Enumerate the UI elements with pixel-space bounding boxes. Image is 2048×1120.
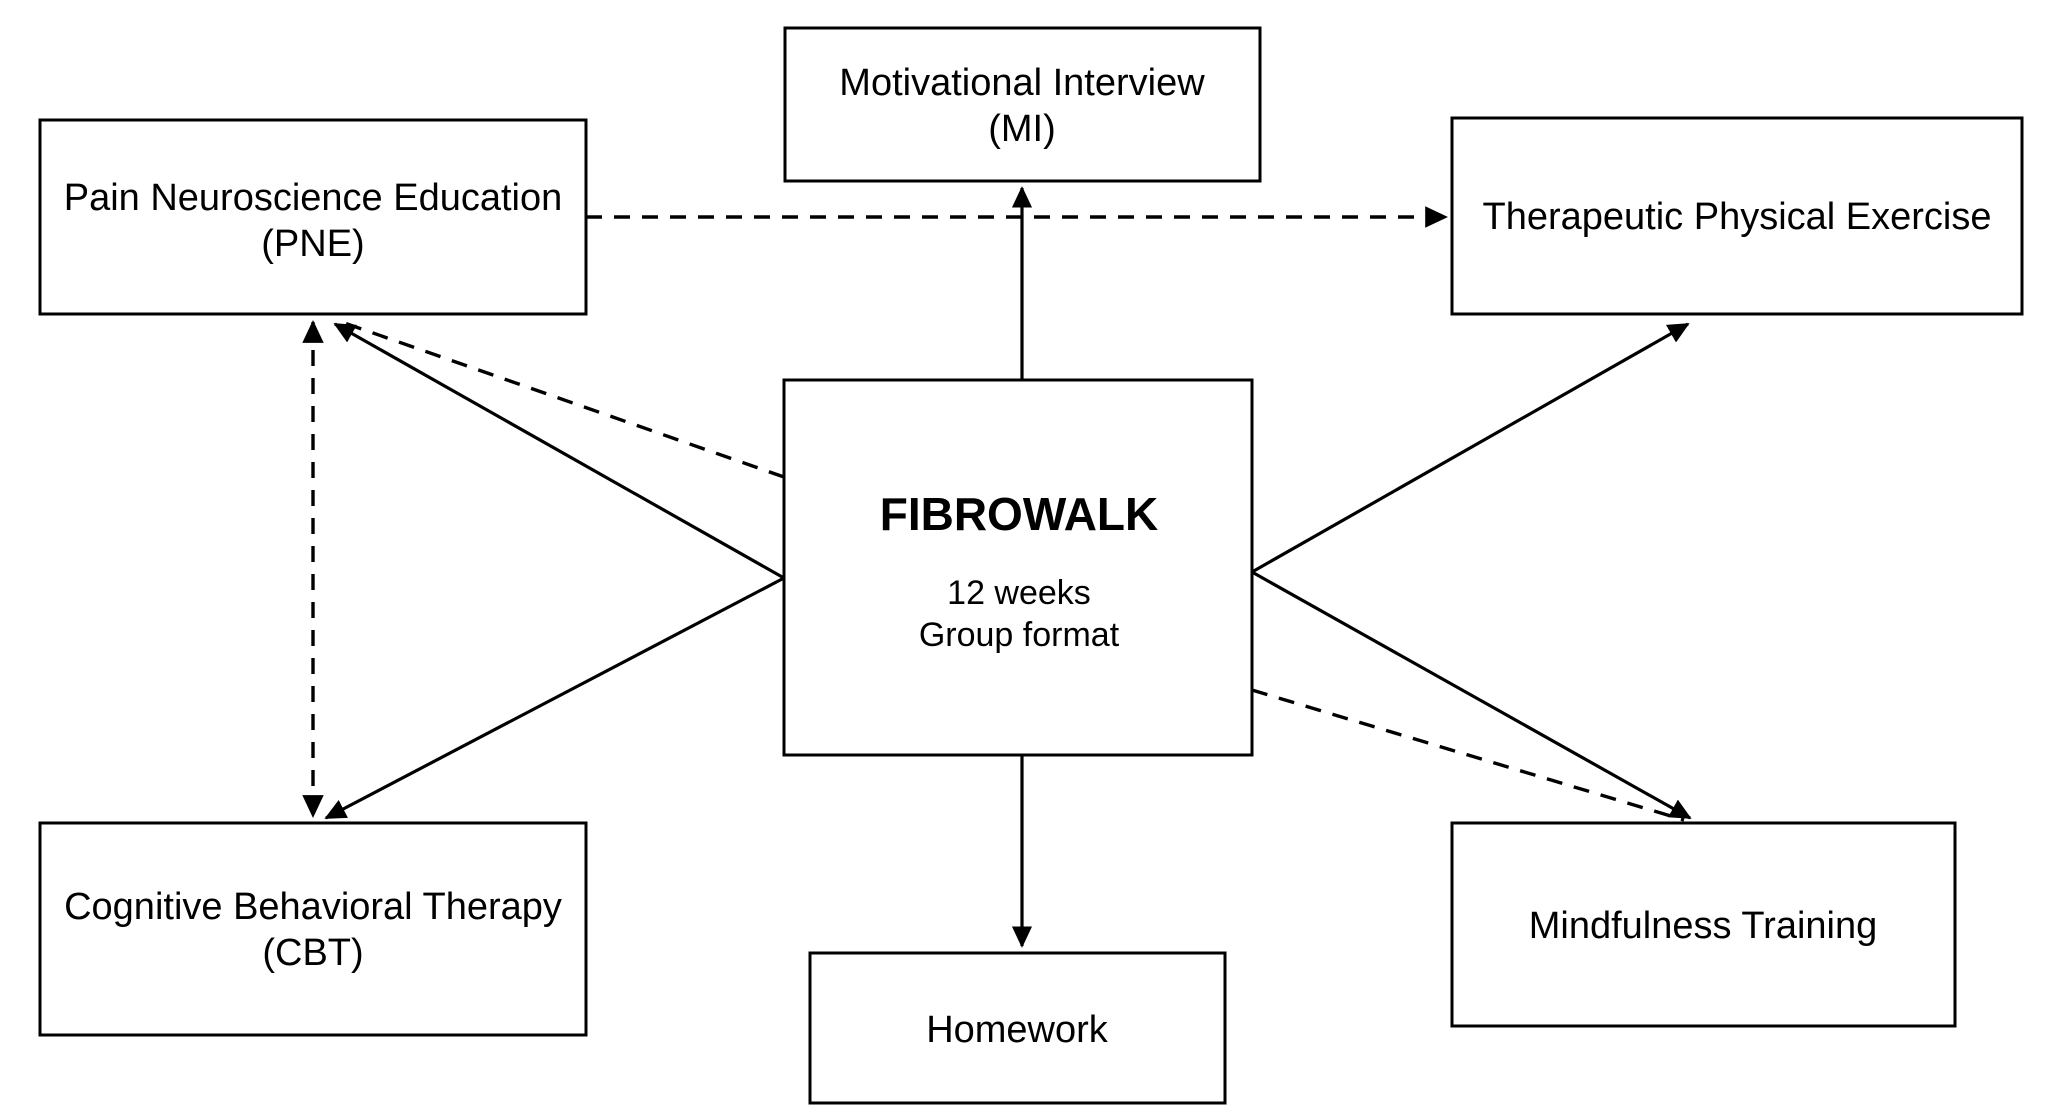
node-label-pne-line1: Pain Neuroscience Education bbox=[64, 177, 563, 219]
node-label-therapeutic-exercise: Therapeutic Physical Exercise bbox=[1483, 196, 1992, 238]
node-label-cbt-line2: (CBT) bbox=[262, 932, 363, 974]
node-box-fibrowalk[interactable] bbox=[782, 378, 1254, 757]
edge-fibrowalk-to-pne bbox=[333, 322, 785, 580]
node-mindfulness-training[interactable]: Mindfulness Training bbox=[1450, 821, 1957, 1028]
node-label-mindfulness: Mindfulness Training bbox=[1529, 905, 1878, 947]
node-motivational-interview[interactable]: Motivational Interview (MI) bbox=[783, 26, 1262, 183]
node-box-homework[interactable] bbox=[808, 951, 1227, 1105]
edge-fibrowalk-to-cbt bbox=[324, 576, 785, 820]
node-label-cbt-line1: Cognitive Behavioral Therapy bbox=[64, 886, 562, 928]
node-cognitive-behavioral-therapy[interactable]: Cognitive Behavioral Therapy (CBT) bbox=[38, 821, 588, 1037]
node-homework[interactable]: Homework bbox=[808, 951, 1227, 1105]
edge-fibrowalk-to-pne-dashed bbox=[335, 318, 785, 479]
node-pain-neuroscience-education[interactable]: Pain Neuroscience Education (PNE) bbox=[38, 118, 588, 316]
node-box-therapeutic-exercise[interactable] bbox=[1450, 116, 2024, 316]
node-fibrowalk[interactable]: FIBROWALK 12 weeks Group format bbox=[782, 378, 1254, 757]
edge-fibrowalk-to-therapeutic-exercise bbox=[1251, 322, 1690, 574]
node-box-cbt[interactable] bbox=[38, 821, 588, 1037]
node-box-mindfulness[interactable] bbox=[1450, 821, 1957, 1028]
node-label-mi-line1: Motivational Interview bbox=[839, 62, 1205, 104]
node-label-homework: Homework bbox=[926, 1009, 1109, 1051]
node-box-mi[interactable] bbox=[783, 26, 1262, 183]
node-label-mi-line2: (MI) bbox=[988, 108, 1056, 150]
node-label-pne-line2: (PNE) bbox=[261, 223, 364, 265]
edge-fibrowalk-to-mindfulness bbox=[1251, 570, 1692, 820]
node-box-pne[interactable] bbox=[38, 118, 588, 316]
node-label-fibrowalk-format: Group format bbox=[919, 616, 1120, 654]
edge-fibrowalk-to-mindfulness-dashed bbox=[1251, 688, 1685, 822]
node-therapeutic-physical-exercise[interactable]: Therapeutic Physical Exercise bbox=[1450, 116, 2024, 316]
node-label-fibrowalk-duration: 12 weeks bbox=[947, 574, 1091, 612]
node-label-fibrowalk-title: FIBROWALK bbox=[880, 488, 1159, 540]
